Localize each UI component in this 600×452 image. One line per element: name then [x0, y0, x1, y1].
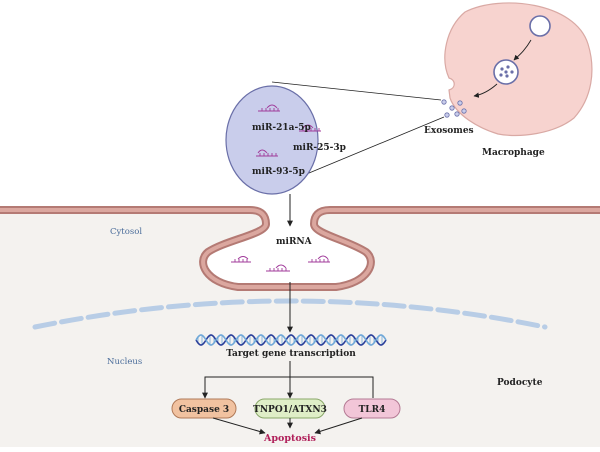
dna-strand-1	[195, 334, 387, 346]
multivesicular-body	[493, 59, 519, 85]
endocytosis-arrow	[513, 39, 532, 61]
released-exosomes	[441, 99, 467, 118]
caspase-3-box: Caspase 3	[171, 398, 237, 419]
mirna-hairpin	[299, 124, 321, 132]
mirna-hairpin	[258, 104, 280, 112]
mirna-hairpin	[256, 149, 278, 157]
tlr4-to-apoptosis-arrow	[314, 417, 363, 435]
tlr4-label: TLR4	[359, 405, 386, 415]
tlr4-box: TLR4	[343, 398, 401, 419]
mirna-label-mir-21a-5p: miR-21a-5p	[252, 123, 311, 133]
apoptosis-label: Apoptosis	[263, 433, 316, 444]
caspase-to-apoptosis-arrow	[212, 417, 266, 435]
mirna-hairpin	[308, 255, 330, 263]
release-arrow	[473, 83, 498, 98]
cytosol-label: Cytosol	[110, 227, 142, 237]
macrophage-cell	[444, 2, 593, 137]
caspase-3-label: Caspase 3	[179, 405, 229, 415]
podocyte-label: Podocyte	[497, 378, 543, 388]
mirna-hairpin	[231, 256, 251, 263]
exosome-enlarged	[225, 85, 319, 195]
nucleus-label: Nucleus	[107, 357, 142, 367]
tnpo1-atxn3-box: TNPO1/ATXN3	[253, 398, 327, 419]
dna-helix	[195, 334, 387, 346]
macrophage-vesicle-empty	[529, 15, 551, 37]
zoom-line-top	[271, 81, 442, 101]
plasma-membrane-inner	[0, 208, 600, 289]
cytosol-area	[0, 210, 600, 447]
mirna-hairpin	[266, 264, 290, 272]
macrophage-label: Macrophage	[482, 148, 545, 158]
mirna-label: miRNA	[276, 237, 313, 247]
branch-arrow-left	[202, 376, 290, 399]
tnpo1-atxn3-label: TNPO1/ATXN3	[253, 405, 327, 415]
mirna-label-mir-25-3p: miR-25-3p	[293, 143, 346, 153]
exosomes-label: Exosomes	[424, 126, 474, 136]
branch-line-right	[290, 376, 374, 398]
dna-strand-2	[195, 334, 387, 346]
mirna-label-mir-93-5p: miR-93-5p	[252, 167, 305, 177]
zoom-line-bottom	[296, 116, 445, 179]
target-gene-transcription-label: Target gene transcription	[226, 349, 356, 359]
